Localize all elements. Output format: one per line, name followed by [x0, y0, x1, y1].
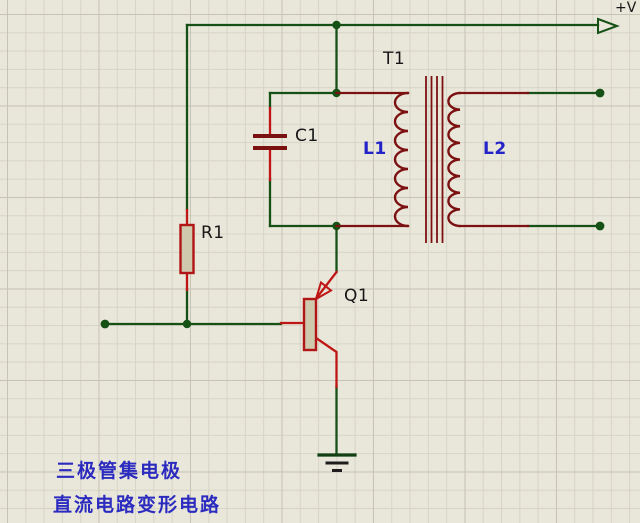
terminal-dot — [595, 221, 605, 231]
primary-winding-label: L1 — [363, 139, 387, 159]
junction-dot — [182, 319, 192, 329]
transistor-emitter-arrow-icon — [314, 280, 333, 302]
transformer-core — [425, 76, 444, 243]
transformer-leads — [335, 91, 530, 228]
power-rail-label: +V — [615, 0, 637, 16]
power-arrow-icon — [597, 17, 620, 35]
transistor-ref-label: Q1 — [344, 286, 370, 306]
secondary-winding-label: L2 — [483, 139, 507, 159]
junction-dots — [100, 20, 605, 329]
caption-line2: 直流电路变形电路 — [53, 495, 222, 516]
transformer-primary-coil — [393, 91, 410, 228]
transformer-secondary-coil — [447, 91, 462, 228]
resistor-ref-label: R1 — [201, 223, 225, 243]
caption-line1: 三极管集电极 — [56, 461, 183, 482]
terminal-dot — [595, 88, 605, 98]
resistor-body — [179, 223, 195, 275]
transistor-base-bar — [302, 297, 318, 352]
transformer-ref-label: T1 — [383, 49, 406, 69]
wires — [103, 23, 602, 455]
junction-dot — [332, 20, 341, 30]
ground-icon — [317, 453, 357, 472]
terminal-dot — [100, 319, 110, 329]
transformer — [335, 76, 530, 243]
transistor-collector-lead-bottom — [314, 336, 338, 389]
capacitor-plates — [253, 134, 287, 150]
capacitor-ref-label: C1 — [295, 126, 319, 146]
